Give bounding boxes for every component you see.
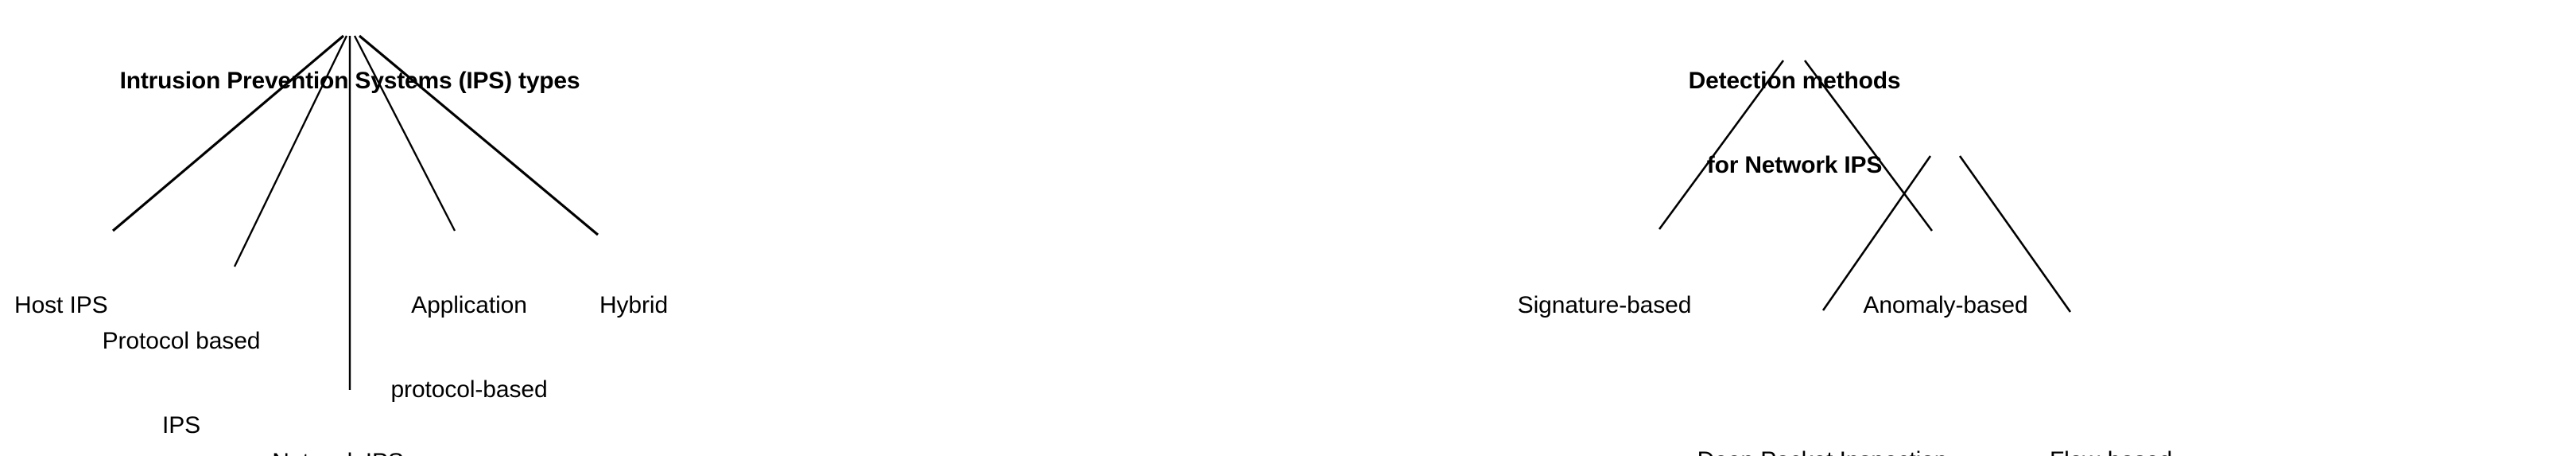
ips-types-title-line-1: Intrusion Prevention Systems (IPS) types — [119, 67, 580, 94]
node-application-protocol-based-ips[interactable]: Application protocol-based IPS — [390, 235, 547, 456]
node-anomaly-based[interactable]: Anomaly-based — [1863, 235, 2027, 376]
node-deep-packet-inspection[interactable]: Deep Packet Inspection — [1697, 390, 1948, 456]
node-protocol-based-ips-line-2: IPS — [161, 411, 201, 438]
node-hybrid[interactable]: Hybrid — [599, 235, 668, 376]
detection-methods-title-line-1: Detection methods — [1688, 67, 1901, 94]
node-network-ips-line-1: Network IPS — [272, 448, 404, 456]
node-signature-based-line-1: Signature-based — [1517, 291, 1692, 318]
node-signature-based[interactable]: Signature-based — [1518, 235, 1692, 376]
detection-methods-title-line-2: for Network IPS — [1706, 151, 1883, 178]
node-host-ips-line-1: Host IPS — [14, 291, 108, 318]
node-application-protocol-based-ips-line-2: protocol-based — [390, 376, 548, 403]
node-protocol-based-ips[interactable]: Protocol based IPS — [103, 271, 261, 456]
node-anomaly-based-line-1: Anomaly-based — [1863, 291, 2028, 318]
node-deep-packet-inspection-line-1: Deep Packet Inspection — [1697, 446, 1948, 456]
node-application-protocol-based-ips-line-1: Application — [411, 291, 527, 318]
node-network-ips[interactable]: Network IPS — [272, 392, 404, 456]
ips-types-title: Intrusion Prevention Systems (IPS) types — [120, 10, 580, 151]
node-protocol-based-ips-line-1: Protocol based — [102, 327, 261, 354]
node-host-ips[interactable]: Host IPS — [14, 235, 108, 376]
node-flow-based[interactable]: Flow-based — [2050, 390, 2172, 456]
detection-methods-title: Detection methods for Network IPS — [1689, 10, 1901, 236]
node-flow-based-line-1: Flow-based — [2050, 446, 2172, 456]
node-hybrid-line-1: Hybrid — [599, 291, 669, 318]
